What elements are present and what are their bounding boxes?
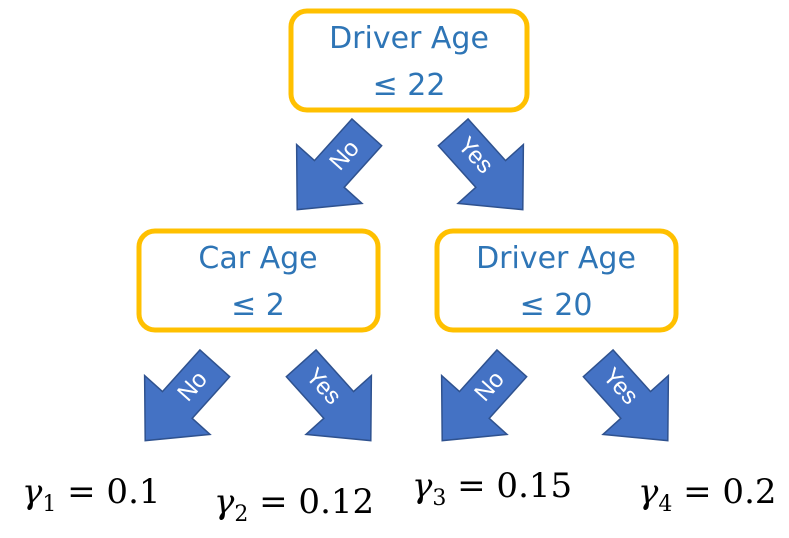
root-yes-arrow: Yes bbox=[419, 102, 557, 240]
right-no-arrow: No bbox=[408, 333, 546, 471]
right-node-label-line1: Driver Age bbox=[476, 241, 636, 276]
leaf-gamma-2-value: = 0.12 bbox=[248, 482, 374, 522]
leaf-gamma-2: γ2 = 0.12 bbox=[214, 482, 374, 527]
leaf-gamma-3: γ3 = 0.15 bbox=[412, 466, 572, 511]
arrow-shape bbox=[263, 102, 401, 240]
arrow-shape bbox=[419, 102, 557, 240]
left-node: Car Age ≤ 2 bbox=[136, 228, 381, 333]
root-node: Driver Age ≤ 22 bbox=[288, 8, 530, 113]
right-node-box bbox=[434, 228, 679, 333]
leaf-gamma-3-value: = 0.15 bbox=[446, 466, 572, 506]
arrow-shape bbox=[564, 333, 702, 471]
root-node-label-line2: ≤ 22 bbox=[373, 68, 446, 103]
left-node-box bbox=[136, 228, 381, 333]
right-node-label-line2: ≤ 20 bbox=[520, 288, 593, 323]
root-node-box bbox=[288, 8, 530, 113]
leaf-gamma-4-subscript: 4 bbox=[658, 492, 672, 517]
left-no-arrow: No bbox=[111, 333, 249, 471]
leaf-gamma-1: γ1 = 0.1 bbox=[22, 472, 161, 517]
leaf-gamma-2-subscript: 2 bbox=[234, 502, 248, 527]
root-no-arrow: No bbox=[263, 102, 401, 240]
leaf-gamma-1-subscript: 1 bbox=[42, 492, 56, 517]
right-yes-arrow: Yes bbox=[564, 333, 702, 471]
right-node: Driver Age ≤ 20 bbox=[434, 228, 679, 333]
leaf-gamma-2-symbol: γ bbox=[214, 482, 235, 522]
arrow-shape bbox=[111, 333, 249, 471]
leaf-gamma-4-symbol: γ bbox=[638, 472, 659, 512]
root-node-label-line1: Driver Age bbox=[329, 21, 489, 56]
leaf-gamma-1-value: = 0.1 bbox=[56, 472, 160, 512]
leaf-gamma-4: γ4 = 0.2 bbox=[638, 472, 777, 517]
arrow-shape bbox=[267, 333, 405, 471]
left-yes-arrow: Yes bbox=[267, 333, 405, 471]
left-node-label-line2: ≤ 2 bbox=[231, 288, 285, 323]
leaf-gamma-4-value: = 0.2 bbox=[672, 472, 776, 512]
arrow-shape bbox=[408, 333, 546, 471]
leaf-gamma-3-symbol: γ bbox=[412, 466, 433, 506]
leaf-gamma-1-symbol: γ bbox=[22, 472, 43, 512]
leaf-gamma-3-subscript: 3 bbox=[432, 486, 446, 511]
left-node-label-line1: Car Age bbox=[198, 241, 317, 276]
